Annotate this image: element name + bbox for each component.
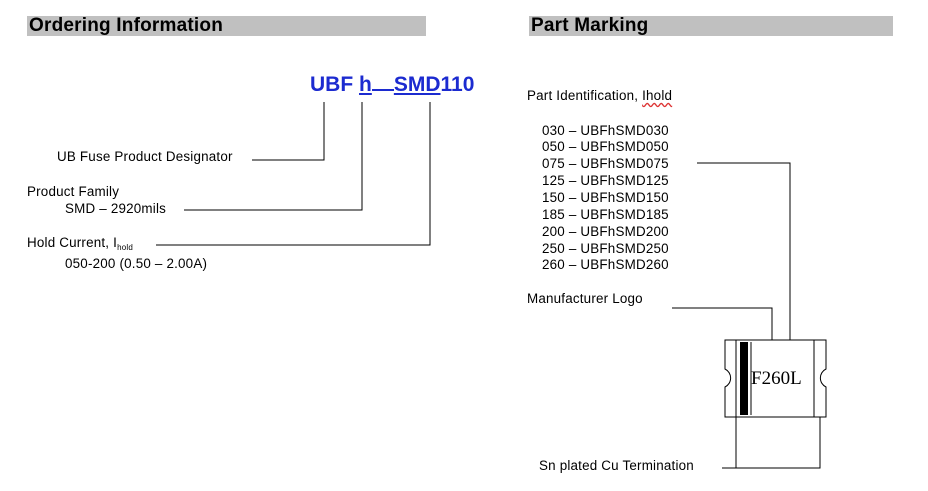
- part-number: UBF h SMD110: [310, 73, 474, 97]
- part-number-current: 110: [440, 73, 475, 96]
- termination-label: Sn plated Cu Termination: [539, 458, 694, 473]
- part-id-label: Part Identification, Ihold: [527, 88, 672, 103]
- list-item: 150 – UBFhSMD150: [542, 190, 669, 205]
- list-item: 075 – UBFhSMD075: [542, 156, 669, 171]
- hold-current-value: 050-200 (0.50 – 2.00A): [65, 256, 208, 271]
- hold-current-label: Hold Current, Ihold: [27, 235, 133, 252]
- part-number-family: h: [359, 73, 372, 96]
- hold-leader: [156, 102, 431, 246]
- part-marking-header: Part Marking: [529, 16, 893, 36]
- designator-leader: [252, 102, 325, 161]
- chip: [724, 339, 827, 418]
- list-item: 030 – UBFhSMD030: [542, 123, 669, 138]
- part-id-label-text: Part Identification,: [527, 88, 643, 103]
- part-number-prefix: UBF: [310, 73, 354, 96]
- chip-marking-text: F260L: [751, 368, 802, 389]
- list-item: 250 – UBFhSMD250: [542, 241, 669, 256]
- chip-outline: [724, 339, 827, 418]
- part-number-gap: [371, 74, 394, 91]
- part-id-ihold: Ihold: [642, 88, 673, 103]
- list-item: 125 – UBFhSMD125: [542, 173, 669, 188]
- hold-subscript: hold: [117, 243, 134, 252]
- list-item: 200 – UBFhSMD200: [542, 224, 669, 239]
- family-value: SMD – 2920mils: [65, 201, 167, 216]
- family-leader: [184, 102, 363, 211]
- logo-leader: [672, 307, 773, 340]
- part-number-smd: SMD: [393, 73, 441, 96]
- list-item: 050 – UBFhSMD050: [542, 139, 669, 154]
- chip-polarity-bar: [740, 342, 748, 415]
- designator-label: UB Fuse Product Designator: [57, 149, 233, 164]
- termination-leader: [722, 412, 821, 469]
- part-id-leader: [697, 162, 791, 395]
- ordering-info-header: Ordering Information: [27, 16, 426, 36]
- logo-label: Manufacturer Logo: [527, 291, 643, 306]
- hold-current-text: Hold Current, I: [27, 235, 118, 250]
- list-item: 185 – UBFhSMD185: [542, 207, 669, 222]
- list-item: 260 – UBFhSMD260: [542, 257, 669, 272]
- family-label: Product Family: [27, 184, 120, 199]
